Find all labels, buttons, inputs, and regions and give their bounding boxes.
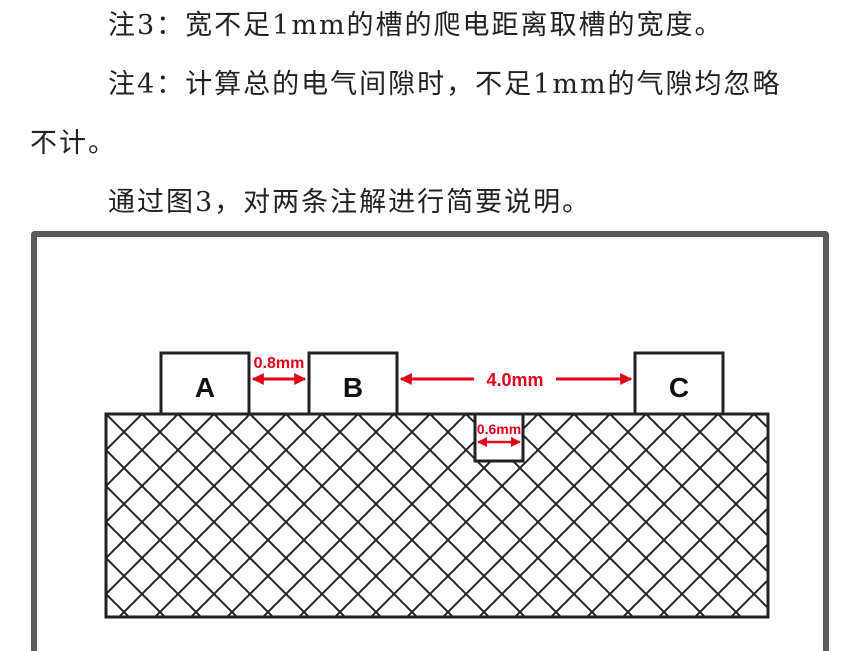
part-c: C [633,351,725,416]
creepage-diagram: A B C 0.8mm 4.0mm 0.6mm [104,351,770,619]
insulating-substrate [104,412,770,619]
bc-dimension-label: 4.0mm [486,370,543,390]
note-3: 注3：宽不足1mm的槽的爬电距离取槽的宽度。 [108,10,724,41]
note-4-line-2: 不计。 [30,128,117,159]
figure-frame: A B C 0.8mm 4.0mm 0.6mm [31,231,829,651]
note-4-line-1: 注4：计算总的电气间隙时，不足1mm的气隙均忽略 [108,69,782,100]
part-b-label: B [343,372,363,403]
groove-width-label: 0.6mm [477,421,521,437]
ab-dimension-label: 0.8mm [254,355,305,372]
part-a: A [159,351,251,416]
figure-intro: 通过图3，对两条注解进行简要说明。 [108,187,592,218]
part-a-label: A [195,372,215,403]
part-c-label: C [669,372,689,403]
part-b: B [307,351,399,416]
